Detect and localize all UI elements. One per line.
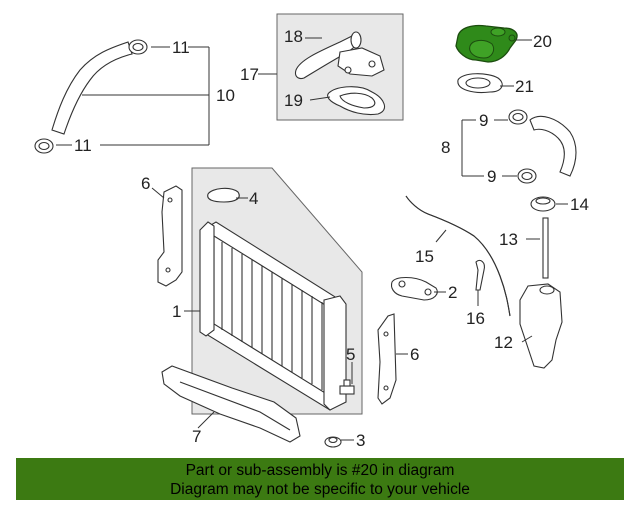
part-9-hose-clamp[interactable]	[517, 168, 537, 184]
part-11-hose-clamp[interactable]	[34, 138, 54, 154]
part-6-bracket-left[interactable]	[157, 185, 183, 287]
callout-9: 9	[487, 167, 496, 186]
callout-11: 11	[74, 136, 92, 155]
part-13-level-gauge[interactable]	[542, 217, 549, 279]
part-11-hose-clamp[interactable]	[128, 39, 148, 55]
part-5-drain-plug[interactable]	[339, 379, 355, 395]
callout-15: 15	[415, 247, 434, 266]
leader-lines	[56, 37, 568, 441]
part-18-flange[interactable]	[350, 31, 362, 49]
callout-9: 9	[479, 111, 488, 130]
part-10-upper-hose[interactable]	[51, 41, 133, 135]
callout-10: 10	[216, 86, 235, 105]
callout-3: 3	[356, 431, 365, 450]
callout-14: 14	[570, 195, 589, 214]
callout-2: 2	[448, 283, 457, 302]
part-7-air-guard[interactable]	[161, 365, 301, 443]
callout-21: 21	[515, 77, 534, 96]
callout-18: 18	[284, 27, 303, 46]
callout-13: 13	[499, 230, 518, 249]
callout-6: 6	[410, 345, 419, 364]
part-16-small-hose[interactable]	[475, 259, 485, 291]
callout-1: 1	[172, 302, 181, 321]
callout-8: 8	[441, 138, 450, 157]
part-2-bracket[interactable]	[390, 276, 438, 301]
callout-5: 5	[346, 345, 355, 364]
callout-19: 19	[284, 91, 303, 110]
part-9-hose-clamp[interactable]	[508, 109, 528, 125]
part-18-bolt	[344, 66, 352, 74]
callout-4: 4	[249, 189, 258, 208]
banner-line-1: Part or sub-assembly is #20 in diagram	[185, 462, 455, 479]
part-3-grommet[interactable]	[324, 436, 342, 448]
part-1-right-tank	[323, 295, 347, 411]
radiator-fins	[221, 242, 323, 390]
part-4-seal[interactable]	[207, 187, 240, 203]
callout-20: 20	[533, 32, 552, 51]
part-8-lower-hose[interactable]	[529, 115, 577, 177]
part-6-bracket-right[interactable]	[377, 313, 397, 405]
callout-11: 11	[172, 38, 190, 57]
part-12-reservoir[interactable]	[519, 283, 563, 369]
part-21-gasket[interactable]	[457, 73, 503, 94]
part-1-left-tank	[199, 221, 215, 337]
callout-6: 6	[141, 174, 150, 193]
info-banner: Part or sub-assembly is #20 in diagram D…	[16, 458, 624, 500]
callout-7: 7	[192, 427, 201, 446]
part-14-reservoir-cap[interactable]	[530, 196, 556, 212]
callout-17: 17	[240, 65, 259, 84]
callout-12: 12	[494, 333, 513, 352]
parts-diagram: 11 10 11 17 18 19 20 21 9 8 9 6 4 14 13 …	[34, 13, 589, 450]
banner-line-2: Diagram may not be specific to your vehi…	[170, 481, 470, 498]
callout-16: 16	[466, 309, 485, 328]
part-20-thermostat-housing[interactable]	[455, 24, 518, 63]
part-18-bolt	[368, 60, 376, 68]
